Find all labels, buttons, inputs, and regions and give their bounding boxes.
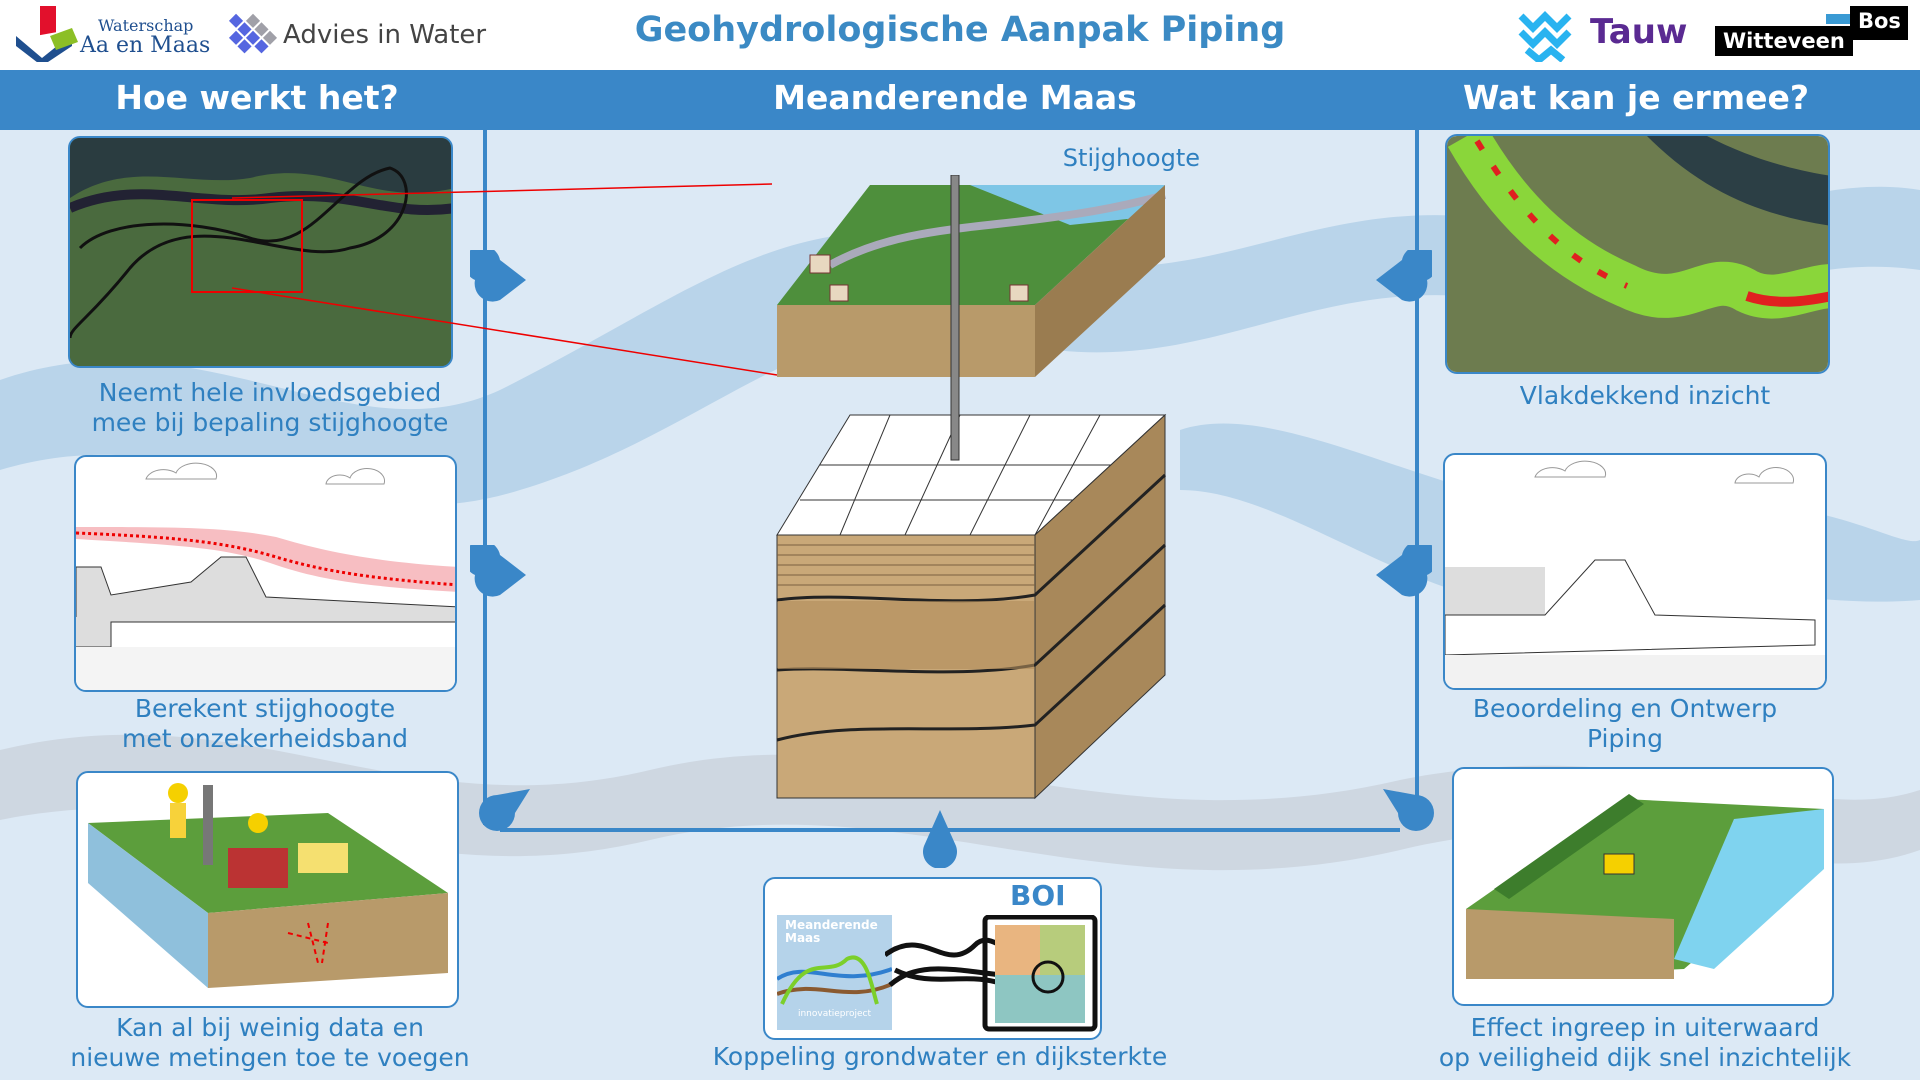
advies-logo-icon [226,12,280,58]
block-diagram [776,175,1167,800]
piping-heatmap [1447,136,1828,372]
panel-heatmap [1445,134,1830,374]
arrow-drop-icon [923,810,957,868]
plug-puzzle-icon [885,915,1098,1032]
panel-field-measurement [76,771,459,1008]
caption-right-1: Vlakdekkend inzicht [1519,381,1771,410]
satellite-map [70,138,451,366]
caption-center: Koppeling grondwater en dijksterkte [712,1042,1168,1071]
boi-title: BOI [1010,879,1066,912]
frame-line-right [1415,130,1419,825]
panel-assessment [1443,453,1827,690]
page-title: Geohydrologische Aanpak Piping [634,10,1286,50]
arrow-drop-icon [1376,545,1432,597]
tauw-name: Tauw [1590,12,1688,52]
arrow-drop-icon [470,250,526,302]
waterschap-name-2: Aa en Maas [80,33,211,58]
tauw-logo-icon [1517,10,1577,62]
column-heading-left: Hoe werkt het? [115,78,399,117]
arrow-drop-icon [1383,789,1434,831]
panel-floodplain [1452,767,1834,1006]
zoom-lines [232,183,778,376]
field-illustration [88,783,448,988]
arrow-drop-icon [479,789,530,831]
column-heading-center: Meanderende Maas [773,78,1137,117]
header [0,0,1920,70]
column-heading-right: Wat kan je ermee? [1462,78,1810,117]
panel-map [68,136,453,368]
floodplain-illustration [1466,794,1824,979]
panel-cross-section [74,455,457,692]
column-header-bar [0,70,1920,130]
arrow-drop-icon [1376,250,1432,302]
wb-accent [1826,14,1856,24]
waterschap-logo [12,6,82,62]
frame-line-bottom [500,828,1400,832]
frame-line-left [483,130,487,825]
wb-name-2: Bos [1850,6,1908,40]
waterschap-name: Waterschap [98,16,194,35]
advies-name: Advies in Water [283,20,487,50]
dike-design-section [1445,460,1825,688]
stijghoogte-label: Stijghoogte [1062,144,1200,172]
arrow-drop-icon [470,545,526,597]
wb-name: Witteveen [1715,26,1853,56]
dike-cross-section [76,462,455,690]
